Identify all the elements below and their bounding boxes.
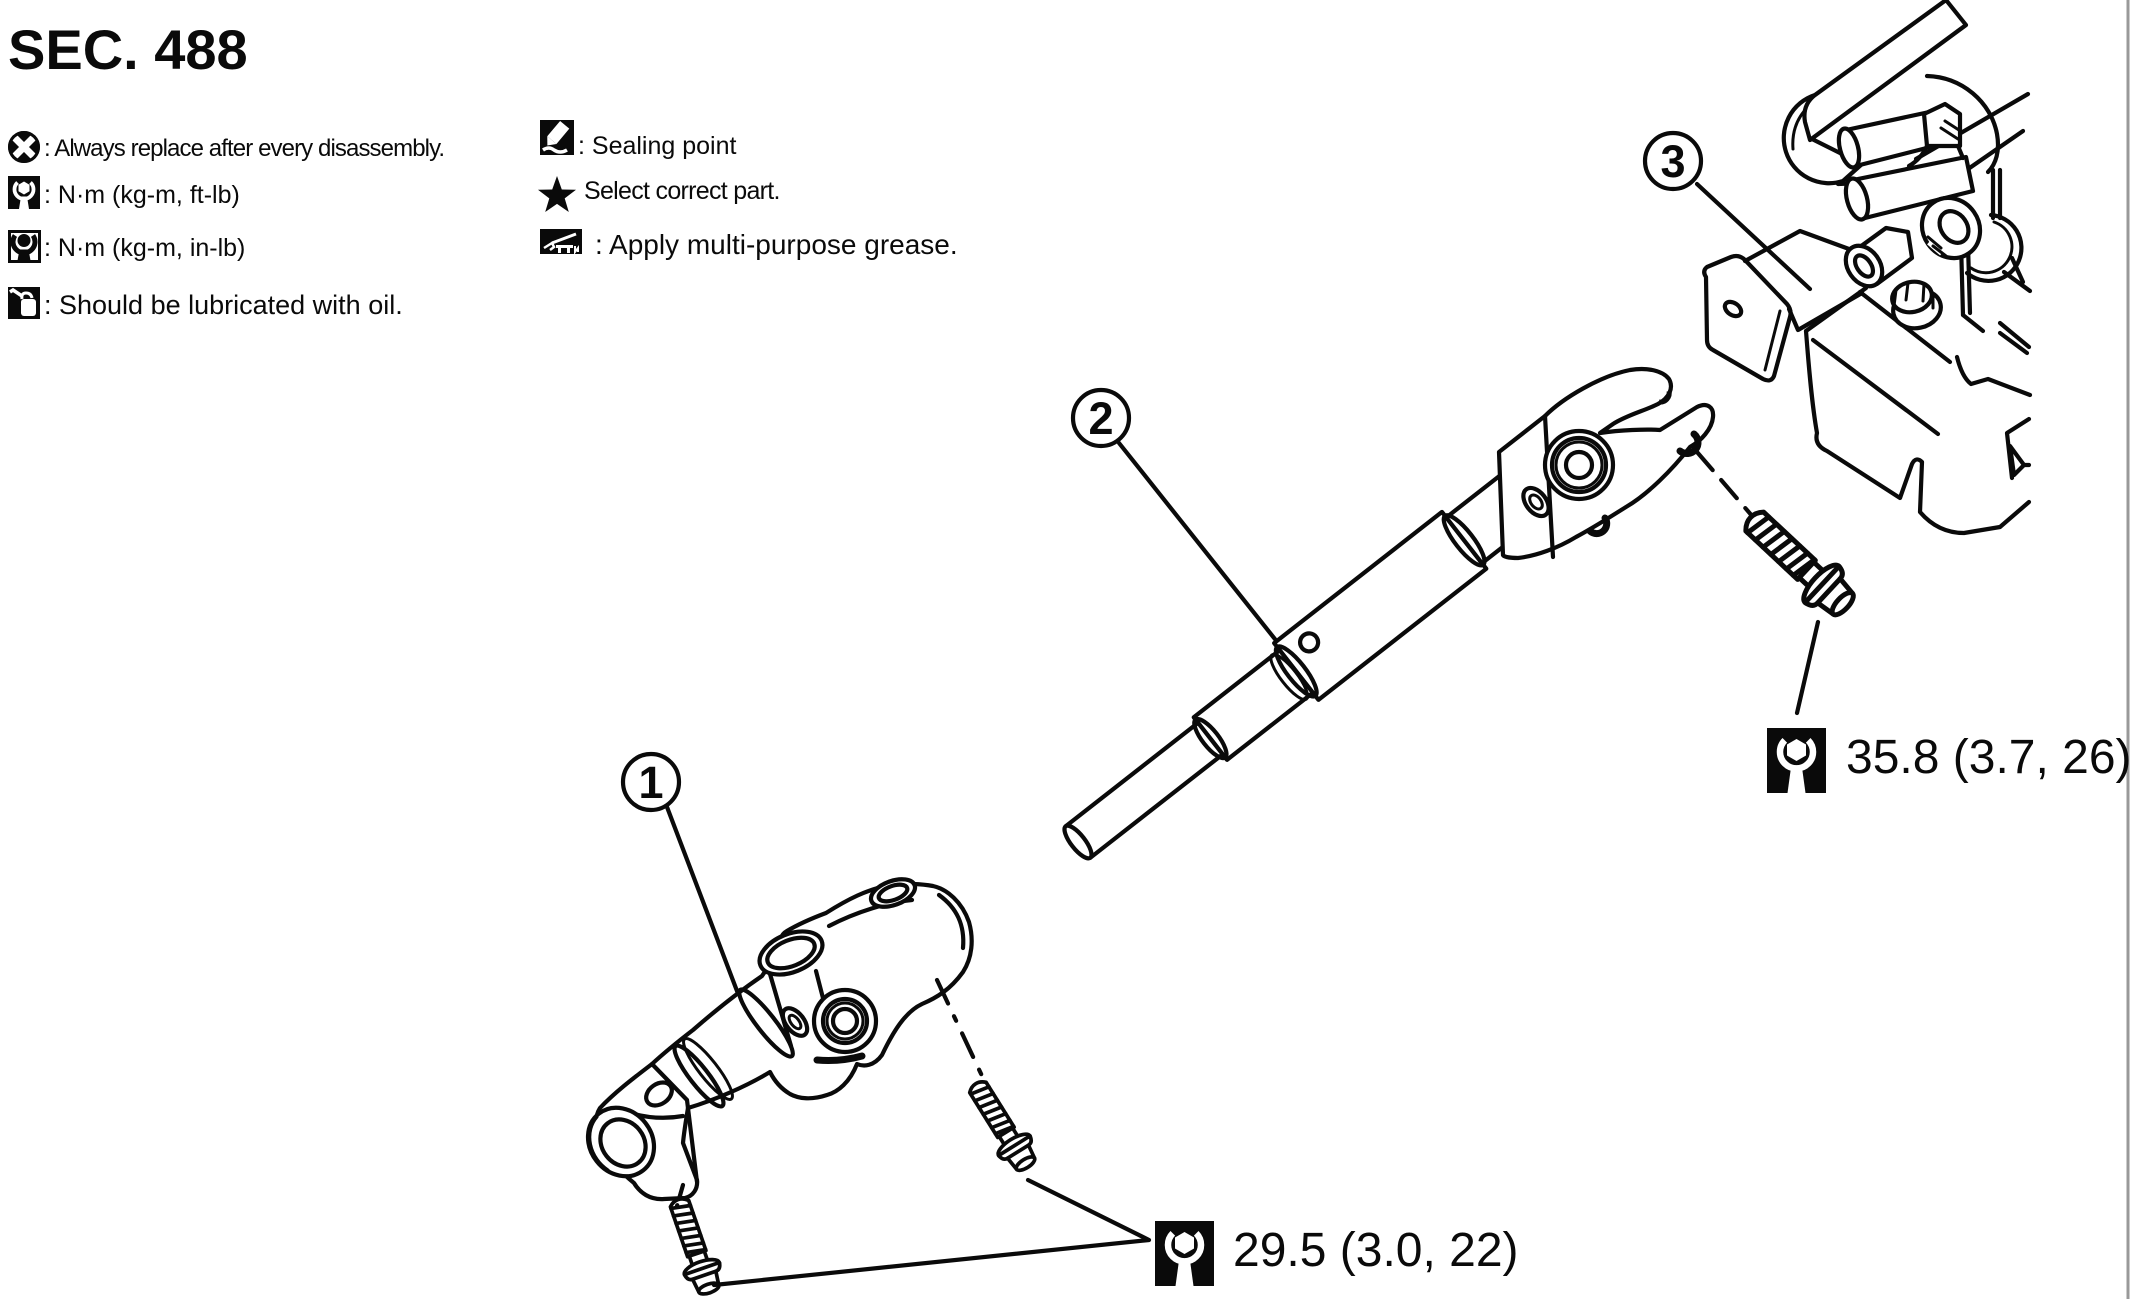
svg-text:2: 2	[1088, 393, 1113, 444]
svg-text:: Should be lubricated with oi: : Should be lubricated with oil.	[44, 290, 403, 320]
svg-text:: N·m (kg-m, ft-lb): : N·m (kg-m, ft-lb)	[44, 181, 240, 209]
svg-text:: N·m (kg-m, in-lb): : N·m (kg-m, in-lb)	[44, 234, 245, 262]
svg-text:: Always replace after every d: : Always replace after every disassembly…	[44, 135, 444, 162]
svg-text:Select correct part.: Select correct part.	[584, 177, 780, 205]
svg-text:29.5 (3.0, 22): 29.5 (3.0, 22)	[1233, 1224, 1519, 1277]
svg-text:35.8 (3.7, 26): 35.8 (3.7, 26)	[1846, 731, 2130, 784]
svg-text:1: 1	[638, 757, 663, 808]
svg-text:: Apply multi-purpose grease.: : Apply multi-purpose grease.	[595, 229, 958, 260]
svg-text:SEC. 488: SEC. 488	[8, 18, 248, 81]
svg-text:: Sealing point: : Sealing point	[578, 132, 737, 160]
svg-text:3: 3	[1660, 136, 1685, 187]
